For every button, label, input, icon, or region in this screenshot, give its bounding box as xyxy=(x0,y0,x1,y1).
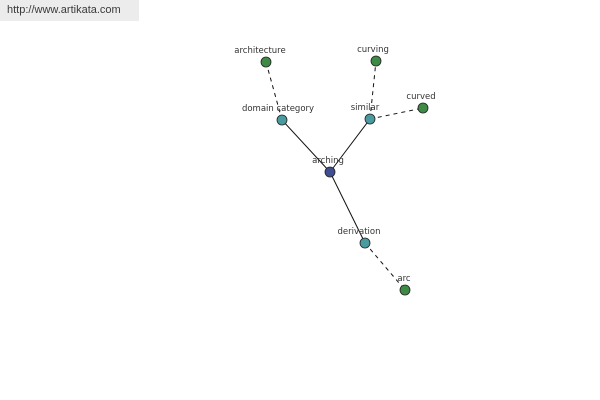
node-arc[interactable] xyxy=(399,284,411,296)
node-domain-category[interactable] xyxy=(276,114,288,126)
node-label-curving[interactable]: curving xyxy=(357,45,389,55)
node-architecture[interactable] xyxy=(260,56,272,68)
node-label-similar[interactable]: similar xyxy=(351,103,380,113)
edge-arching-to-derivation xyxy=(329,171,366,244)
edge-similar-to-curved xyxy=(369,107,424,120)
node-curved[interactable] xyxy=(417,102,429,114)
edge-similar-to-curving xyxy=(369,60,377,120)
node-similar[interactable] xyxy=(364,113,376,125)
node-label-arching[interactable]: arching xyxy=(312,156,344,166)
site-url-banner[interactable]: http://www.artikata.com xyxy=(0,0,139,21)
edge-arching-to-domain-category xyxy=(281,119,331,173)
node-label-derivation[interactable]: derivation xyxy=(337,227,380,237)
node-label-domain-category[interactable]: domain category xyxy=(242,104,314,114)
edge-derivation-to-arc xyxy=(364,242,406,291)
edge-domain-category-to-architecture xyxy=(265,61,283,121)
node-derivation[interactable] xyxy=(359,237,371,249)
node-arching[interactable] xyxy=(324,166,336,178)
edge-arching-to-similar xyxy=(329,118,371,173)
node-label-architecture[interactable]: architecture xyxy=(234,46,285,56)
node-curving[interactable] xyxy=(370,55,382,67)
node-label-arc[interactable]: arc xyxy=(397,274,411,284)
node-label-curved[interactable]: curved xyxy=(406,92,435,102)
